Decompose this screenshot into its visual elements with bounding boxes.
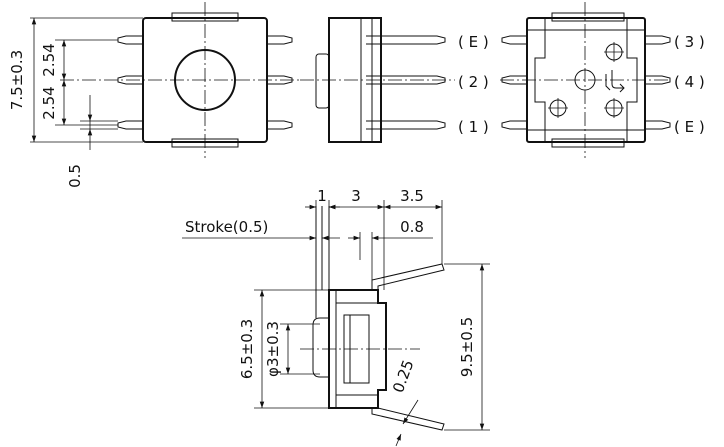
front-view: 7.5±0.3 2.54 2.54 0.5 bbox=[8, 2, 300, 188]
dim-phi-3: φ3±0.3 bbox=[264, 321, 282, 377]
dim-2-54-bottom: 2.54 bbox=[40, 86, 58, 119]
pin-label-right-mid: ( 4 ) bbox=[674, 73, 705, 91]
dim-0-25: 0.25 bbox=[389, 358, 417, 396]
side-view-detail: 1 3 3.5 0.8 Stroke(0.5) 6.5±0.3 φ3±0.3 9… bbox=[182, 187, 490, 447]
dim-0-8: 0.8 bbox=[400, 218, 424, 236]
side-view-top bbox=[300, 17, 455, 143]
stroke-label: Stroke(0.5) bbox=[185, 218, 268, 236]
dim-7-5: 7.5±0.3 bbox=[8, 50, 26, 110]
pin-label-left-top: ( E ) bbox=[458, 33, 489, 51]
front-right-pins bbox=[267, 35, 293, 130]
dim-9-5: 9.5±0.5 bbox=[458, 317, 476, 377]
dim-3: 3 bbox=[351, 187, 361, 205]
front-left-pins bbox=[117, 35, 143, 130]
pin-label-right-bottom: ( E ) bbox=[674, 118, 705, 136]
side-plunger bbox=[315, 53, 330, 109]
dim-1: 1 bbox=[317, 187, 327, 205]
dim-3-5: 3.5 bbox=[400, 187, 424, 205]
dim-6-5: 6.5±0.3 bbox=[238, 319, 256, 379]
pin-label-left-mid: ( 2 ) bbox=[458, 73, 489, 91]
dim-2-54-top: 2.54 bbox=[40, 43, 58, 76]
dim-0-5: 0.5 bbox=[66, 164, 84, 188]
pin-label-left-bottom: ( 1 ) bbox=[458, 118, 489, 136]
bottom-view: ( E ) ( 2 ) ( 1 ) ( 3 ) ( 4 ) ( E ) bbox=[458, 2, 705, 158]
pin-label-right-top: ( 3 ) bbox=[674, 33, 705, 51]
